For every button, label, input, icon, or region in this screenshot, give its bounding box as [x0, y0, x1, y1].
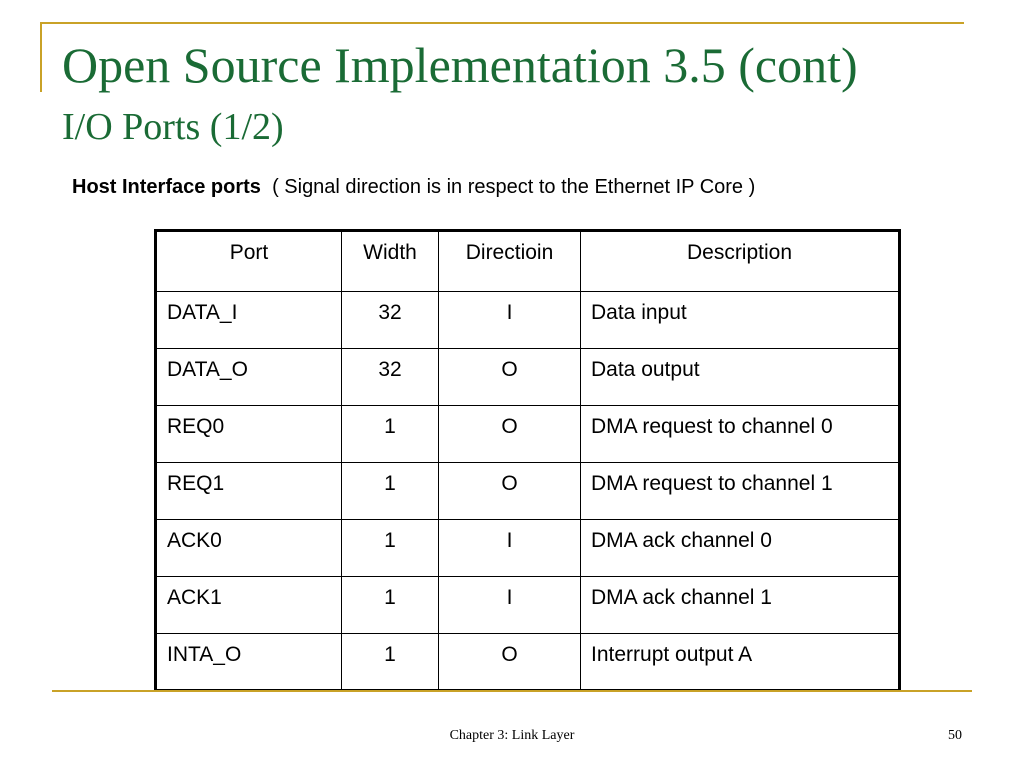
table-heading-note: ( Signal direction is in respect to the … [272, 176, 756, 198]
table-row: ACK1 1 I DMA ack channel 1 [155, 576, 900, 634]
table-heading: Host Interface ports ( Signal direction … [72, 174, 755, 200]
cell-width: 32 [341, 291, 439, 349]
cell-port: ACK1 [155, 576, 342, 634]
table-row: REQ1 1 O DMA request to channel 1 [155, 462, 900, 520]
header-port: Port [155, 230, 342, 292]
cell-description: DMA request to channel 0 [580, 405, 900, 463]
cell-description: Data input [580, 291, 900, 349]
cell-description: Data output [580, 348, 900, 406]
slide-footer: Chapter 3: Link Layer [449, 728, 575, 743]
slide-title: Open Source Implementation 3.5 (cont) [62, 37, 858, 93]
table-row: REQ0 1 O DMA request to channel 0 [155, 405, 900, 463]
cell-direction: I [438, 519, 581, 577]
page-number: 50 [948, 728, 962, 743]
cell-direction: I [438, 576, 581, 634]
cell-width: 1 [341, 405, 439, 463]
cell-direction: O [438, 348, 581, 406]
header-description: Description [580, 230, 900, 292]
cell-direction: O [438, 405, 581, 463]
cell-width: 32 [341, 348, 439, 406]
cell-port: REQ1 [155, 462, 342, 520]
table-row: INTA_O 1 O Interrupt output A [155, 633, 900, 691]
cell-description: Interrupt output A [580, 633, 900, 691]
table-row: DATA_I 32 I Data input [155, 291, 900, 349]
cell-width: 1 [341, 462, 439, 520]
cell-direction: I [438, 291, 581, 349]
header-direction: Directioin [438, 230, 581, 292]
cell-description: DMA request to channel 1 [580, 462, 900, 520]
table-row: DATA_O 32 O Data output [155, 348, 900, 406]
table-heading-bold: Host Interface ports [72, 176, 261, 198]
cell-port: DATA_I [155, 291, 342, 349]
header-width: Width [341, 230, 439, 292]
cell-port: ACK0 [155, 519, 342, 577]
ports-table: Port Width Directioin Description DATA_I… [154, 229, 901, 692]
cell-width: 1 [341, 633, 439, 691]
cell-port: DATA_O [155, 348, 342, 406]
top-border-line [40, 22, 964, 24]
table-header-row: Port Width Directioin Description [155, 230, 900, 292]
cell-direction: O [438, 633, 581, 691]
cell-width: 1 [341, 519, 439, 577]
left-border-line [40, 22, 42, 92]
slide-subtitle: I/O Ports (1/2) [62, 106, 284, 148]
bottom-border-line [52, 690, 972, 692]
cell-description: DMA ack channel 0 [580, 519, 900, 577]
cell-port: REQ0 [155, 405, 342, 463]
table-row: ACK0 1 I DMA ack channel 0 [155, 519, 900, 577]
cell-description: DMA ack channel 1 [580, 576, 900, 634]
cell-direction: O [438, 462, 581, 520]
cell-width: 1 [341, 576, 439, 634]
cell-port: INTA_O [155, 633, 342, 691]
